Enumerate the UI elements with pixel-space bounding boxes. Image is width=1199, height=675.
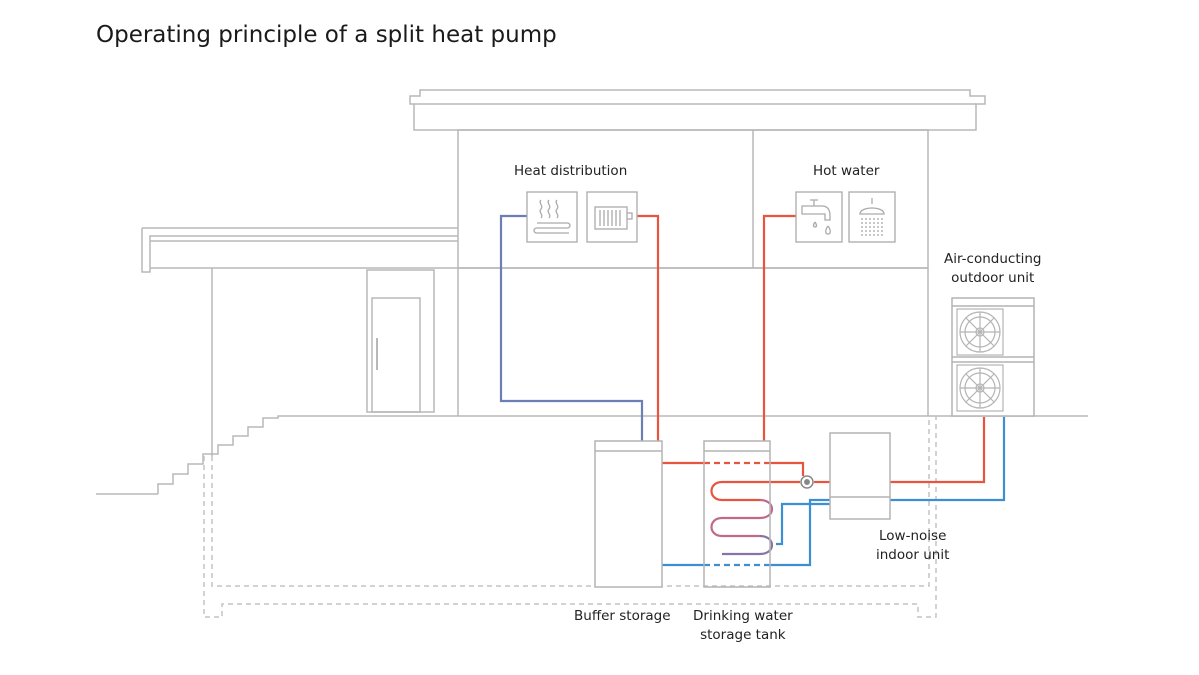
shower-icon [848, 191, 896, 243]
label-buffer-storage: Buffer storage [574, 608, 671, 624]
coil-flow-pipe [710, 480, 800, 502]
hot-water-pipe [762, 214, 796, 441]
cold-return-pipe [770, 498, 830, 567]
refrigerant-cold-pipe [890, 417, 1006, 502]
label-drinking-water-line1: Drinking water [693, 608, 793, 624]
label-drinking-water-tank: Drinking water storage tank [693, 607, 793, 645]
pipes [499, 214, 1006, 567]
label-indoor-unit-line2: indoor unit [876, 547, 950, 563]
stairs [157, 415, 300, 494]
roof [409, 89, 986, 131]
drinking-water-tank [703, 440, 771, 588]
refrigerant-hot-pipe [890, 417, 986, 484]
house-outline [96, 89, 1088, 618]
coil-pipe [710, 498, 774, 538]
basement-outline [203, 416, 937, 618]
underfloor-heating-icon [526, 191, 578, 243]
label-hot-water: Hot water [813, 163, 880, 179]
label-heat-distribution: Heat distribution [514, 163, 628, 179]
label-outdoor-unit-line2: outdoor unit [951, 270, 1035, 286]
label-indoor-unit: Low-noise indoor unit [876, 527, 949, 565]
label-outdoor-unit: Air-conducting outdoor unit [944, 250, 1042, 288]
fan-icon [956, 308, 1004, 412]
heating-return-pipe [499, 214, 644, 441]
heating-flow-pipe [637, 214, 660, 441]
buffer-storage-tank [594, 440, 663, 588]
page-title: Operating principle of a split heat pump [96, 22, 557, 48]
tap-icon [795, 191, 843, 243]
label-outdoor-unit-line1: Air-conducting [944, 251, 1042, 267]
indoor-unit [829, 432, 891, 520]
radiator-icon [586, 191, 638, 243]
carport-roof [141, 227, 458, 273]
label-indoor-unit-line1: Low-noise [879, 528, 947, 544]
valve-icon [800, 475, 814, 489]
label-drinking-water-line2: storage tank [700, 627, 786, 643]
